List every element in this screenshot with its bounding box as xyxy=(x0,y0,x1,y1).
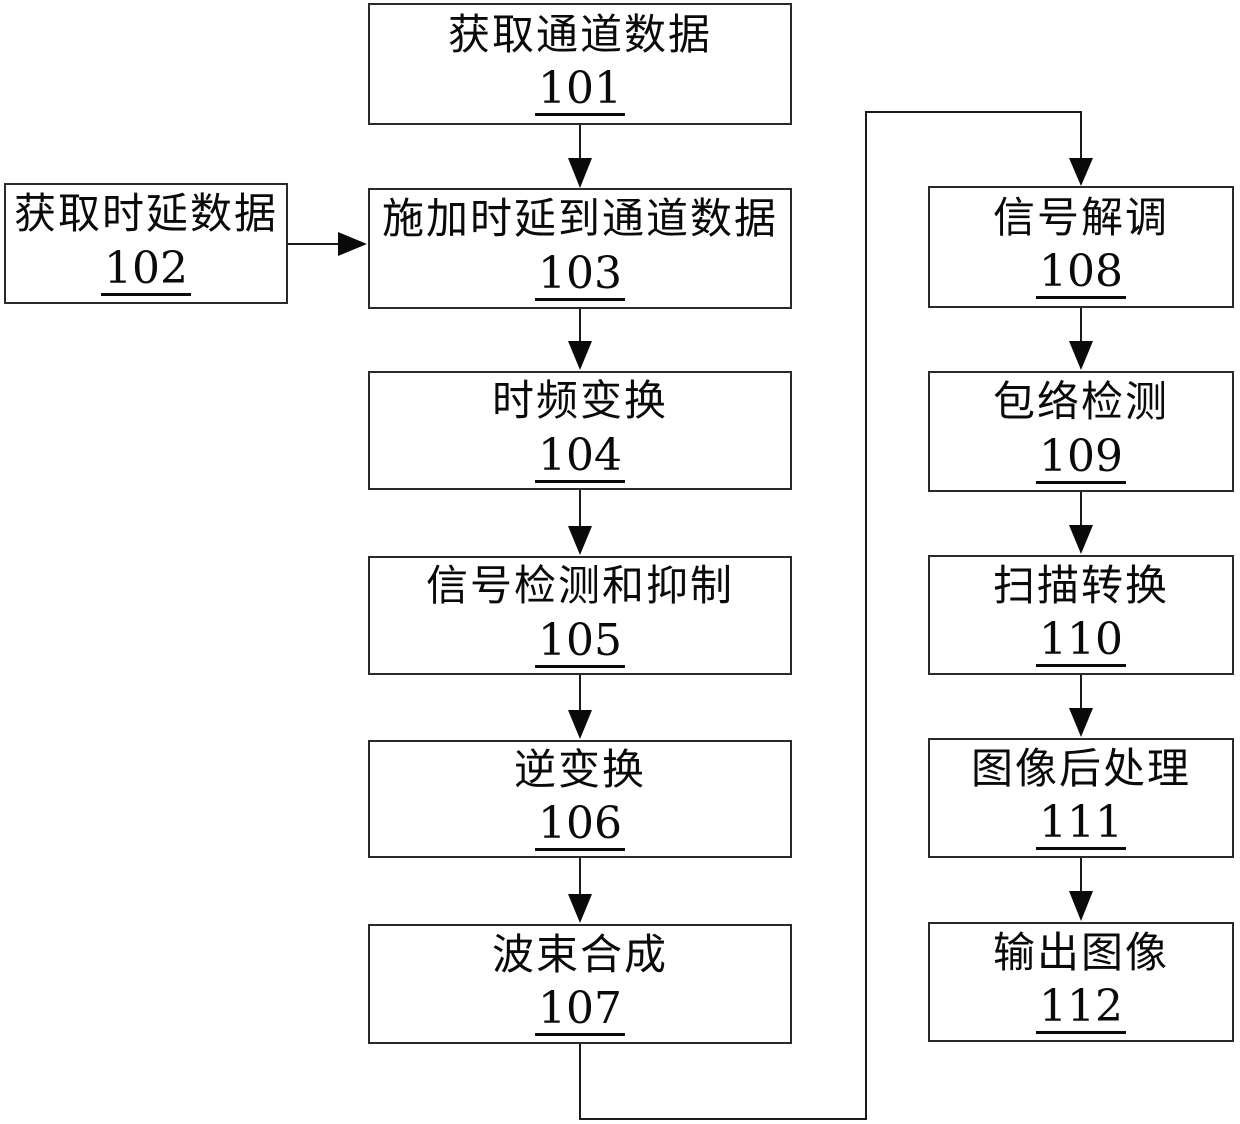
node-label: 波束合成 xyxy=(491,929,668,979)
node-label: 信号检测和抑制 xyxy=(425,561,734,611)
node-number: 106 xyxy=(535,800,625,852)
edge-110-111 xyxy=(1069,675,1093,737)
node-label: 扫描转换 xyxy=(992,560,1169,610)
node-label: 图像后处理 xyxy=(970,743,1191,793)
node-label: 时频变换 xyxy=(491,376,668,426)
flow-node-103: 施加时延到通道数据 103 xyxy=(368,188,792,309)
node-number: 107 xyxy=(535,985,625,1037)
flow-node-109: 包络检测 109 xyxy=(928,371,1234,492)
flow-node-102: 获取时延数据 102 xyxy=(4,183,288,304)
node-number: 101 xyxy=(535,65,625,117)
flow-node-111: 图像后处理 111 xyxy=(928,738,1234,858)
flow-node-101: 获取通道数据 101 xyxy=(368,3,792,125)
edge-109-110 xyxy=(1069,492,1093,554)
flow-node-112: 输出图像 112 xyxy=(928,922,1234,1042)
edge-108-109 xyxy=(1069,308,1093,370)
node-label: 获取通道数据 xyxy=(447,9,712,59)
node-label: 施加时延到通道数据 xyxy=(381,194,778,244)
node-number: 103 xyxy=(535,250,625,301)
node-number: 109 xyxy=(1036,433,1126,484)
node-label: 逆变换 xyxy=(513,744,646,794)
edge-105-106 xyxy=(568,675,592,739)
node-number: 108 xyxy=(1036,248,1126,300)
flow-node-108: 信号解调 108 xyxy=(928,186,1234,308)
edge-101-103 xyxy=(568,125,592,188)
node-number: 111 xyxy=(1036,799,1126,851)
node-label: 包络检测 xyxy=(992,377,1169,427)
flow-node-110: 扫描转换 110 xyxy=(928,555,1234,675)
node-label: 获取时延数据 xyxy=(13,189,278,239)
flow-node-105: 信号检测和抑制 105 xyxy=(368,556,792,675)
edge-104-105 xyxy=(568,490,592,555)
flow-node-106: 逆变换 106 xyxy=(368,740,792,858)
node-number: 104 xyxy=(535,432,625,483)
node-number: 110 xyxy=(1036,616,1126,668)
flow-node-107: 波束合成 107 xyxy=(368,924,792,1044)
flow-node-104: 时频变换 104 xyxy=(368,371,792,490)
edge-111-112 xyxy=(1069,858,1093,921)
edge-103-104 xyxy=(568,309,592,370)
node-number: 105 xyxy=(535,617,625,668)
node-label: 输出图像 xyxy=(992,927,1169,977)
edge-102-103 xyxy=(288,232,367,256)
edge-107-108 xyxy=(579,111,1093,1120)
edge-106-107 xyxy=(568,858,592,923)
node-number: 112 xyxy=(1036,983,1126,1035)
node-number: 102 xyxy=(101,245,191,296)
node-label: 信号解调 xyxy=(992,192,1169,242)
